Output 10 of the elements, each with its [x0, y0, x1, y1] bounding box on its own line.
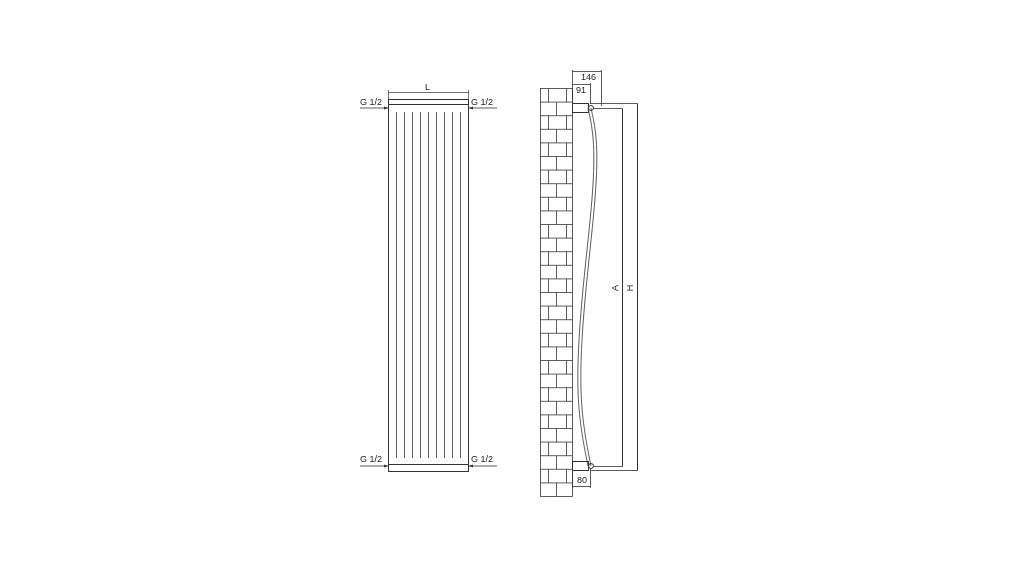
dimension-label: 80 — [577, 475, 587, 485]
dimension-label: 91 — [576, 85, 586, 95]
dimension-label: 146 — [581, 72, 597, 82]
dimension-label: H — [625, 284, 636, 292]
dimension-label: G 1/2 — [360, 454, 382, 464]
dimension-label: G 1/2 — [471, 454, 493, 464]
dimension-label: L — [425, 82, 430, 92]
dimension-label: A — [610, 285, 620, 291]
dimension-label: G 1/2 — [360, 97, 382, 107]
dimension-label: G 1/2 — [471, 97, 493, 107]
